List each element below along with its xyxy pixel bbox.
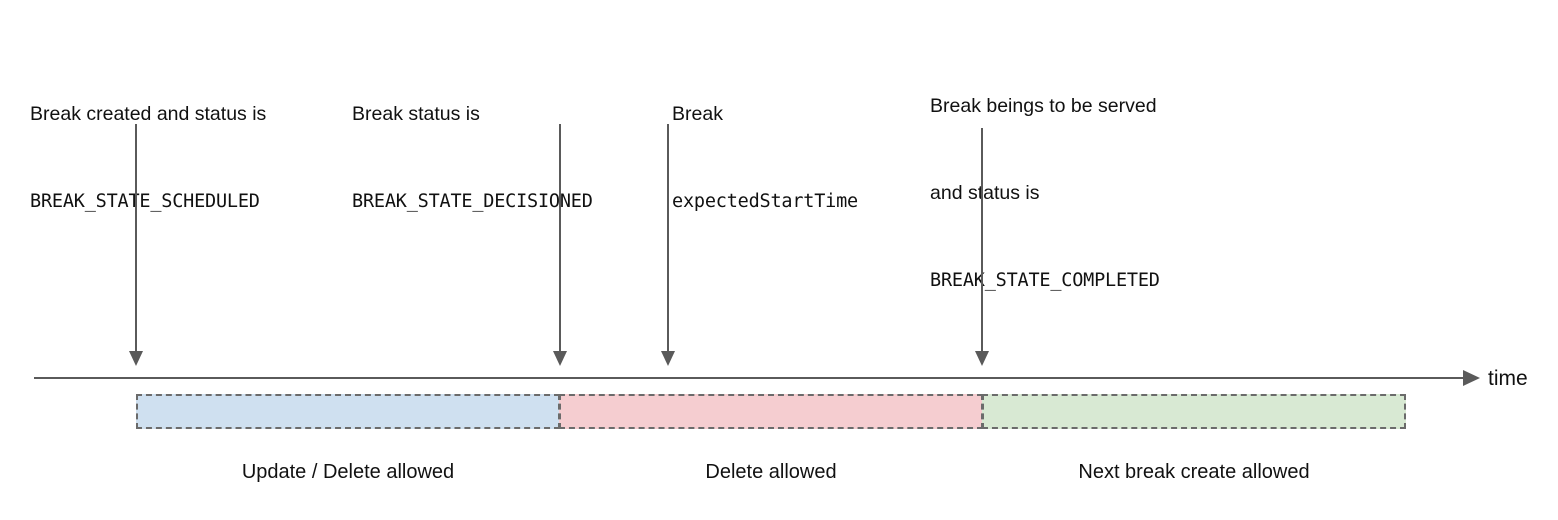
event-label-line-code: BREAK_STATE_SCHEDULED — [30, 191, 260, 212]
event-label-line: Break created and status is — [30, 103, 267, 125]
event-label-decisioned: Break status is BREAK_STATE_DECISIONED — [352, 42, 593, 274]
event-label-scheduled: Break created and status is BREAK_STATE_… — [30, 42, 266, 274]
time-axis-line — [34, 377, 1466, 379]
arrow-head-down-icon — [553, 351, 567, 366]
arrow-shaft — [135, 124, 137, 352]
event-label-line: Break — [672, 103, 723, 125]
event-pointer-arrow-decisioned — [551, 124, 569, 366]
event-label-expected-start-time: Break expectedStartTime — [672, 42, 858, 274]
phase-bar-update-delete — [136, 394, 560, 429]
phase-caption-delete-only: Delete allowed — [705, 461, 837, 483]
arrow-head-down-icon — [975, 351, 989, 366]
event-label-line-code: BREAK_STATE_DECISIONED — [352, 191, 593, 212]
event-label-completed: Break beings to be served and status is … — [930, 34, 1160, 353]
event-label-line-code: BREAK_STATE_COMPLETED — [930, 270, 1160, 291]
phase-bar-next-break-create — [982, 394, 1406, 429]
arrow-shaft — [559, 124, 561, 352]
event-pointer-arrow-completed — [973, 128, 991, 366]
arrow-head-down-icon — [661, 351, 675, 366]
arrow-shaft — [981, 128, 983, 352]
event-label-line: Break status is — [352, 103, 480, 125]
event-label-line: Break beings to be served — [930, 95, 1157, 117]
event-label-line-code: expectedStartTime — [672, 191, 858, 212]
event-label-line: and status is — [930, 182, 1040, 204]
phase-caption-update-delete: Update / Delete allowed — [241, 461, 455, 483]
arrow-shaft — [667, 124, 669, 352]
phase-caption-next-break-create: Next break create allowed — [1078, 461, 1310, 483]
arrow-head-right-icon — [1463, 370, 1480, 386]
time-axis-label: time — [1488, 367, 1528, 390]
phase-bar-delete-only — [559, 394, 983, 429]
event-pointer-arrow-scheduled — [127, 124, 145, 366]
event-pointer-arrow-expected-start-time — [659, 124, 677, 366]
arrow-head-down-icon — [129, 351, 143, 366]
